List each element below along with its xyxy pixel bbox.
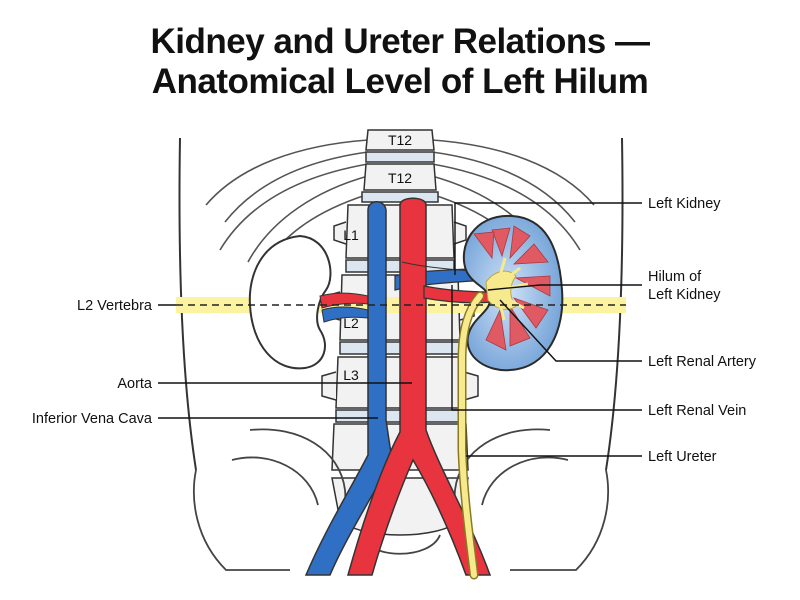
vertebra-t12-upper <box>365 129 435 151</box>
label-inferior-vena-cava: Inferior Vena Cava <box>32 411 153 427</box>
title-line-1: Kidney and Ureter Relations — <box>150 22 650 61</box>
leader-lines <box>158 202 642 457</box>
disc-t12 <box>365 151 435 163</box>
vertebra-label-l1: L1 <box>343 227 359 243</box>
torso-outline <box>178 137 624 471</box>
label-left-renal-artery: Left Renal Artery <box>648 354 757 370</box>
vertebra-label-l2: L2 <box>343 315 359 331</box>
aorta-vessel <box>347 197 492 576</box>
label-aorta: Aorta <box>117 376 153 392</box>
disc-l1 <box>361 191 439 203</box>
label-left-ureter: Left Ureter <box>648 449 717 465</box>
vertebra-t12-lower <box>363 163 437 191</box>
label-left-renal-vein: Left Renal Vein <box>648 403 746 419</box>
inferior-vena-cava-vessel <box>304 201 393 576</box>
label-l2-vertebra: L2 Vertebra <box>77 298 153 314</box>
renal-pyramids <box>473 225 551 351</box>
label-left-kidney: Left Kidney <box>648 196 721 212</box>
label-hilum-line-2: Left Kidney <box>648 287 721 303</box>
vertebra-label-t12-lower: T12 <box>388 170 412 186</box>
title-line-2: Anatomical Level of Left Hilum <box>151 62 649 101</box>
vertebra-label-l3: L3 <box>343 367 359 383</box>
right-kidney <box>248 234 332 370</box>
label-hilum-line-1: Hilum of <box>648 269 702 285</box>
diagram-title: Kidney and Ureter Relations — Anatomical… <box>0 22 800 102</box>
vertebra-label-t12-upper: T12 <box>388 132 412 148</box>
